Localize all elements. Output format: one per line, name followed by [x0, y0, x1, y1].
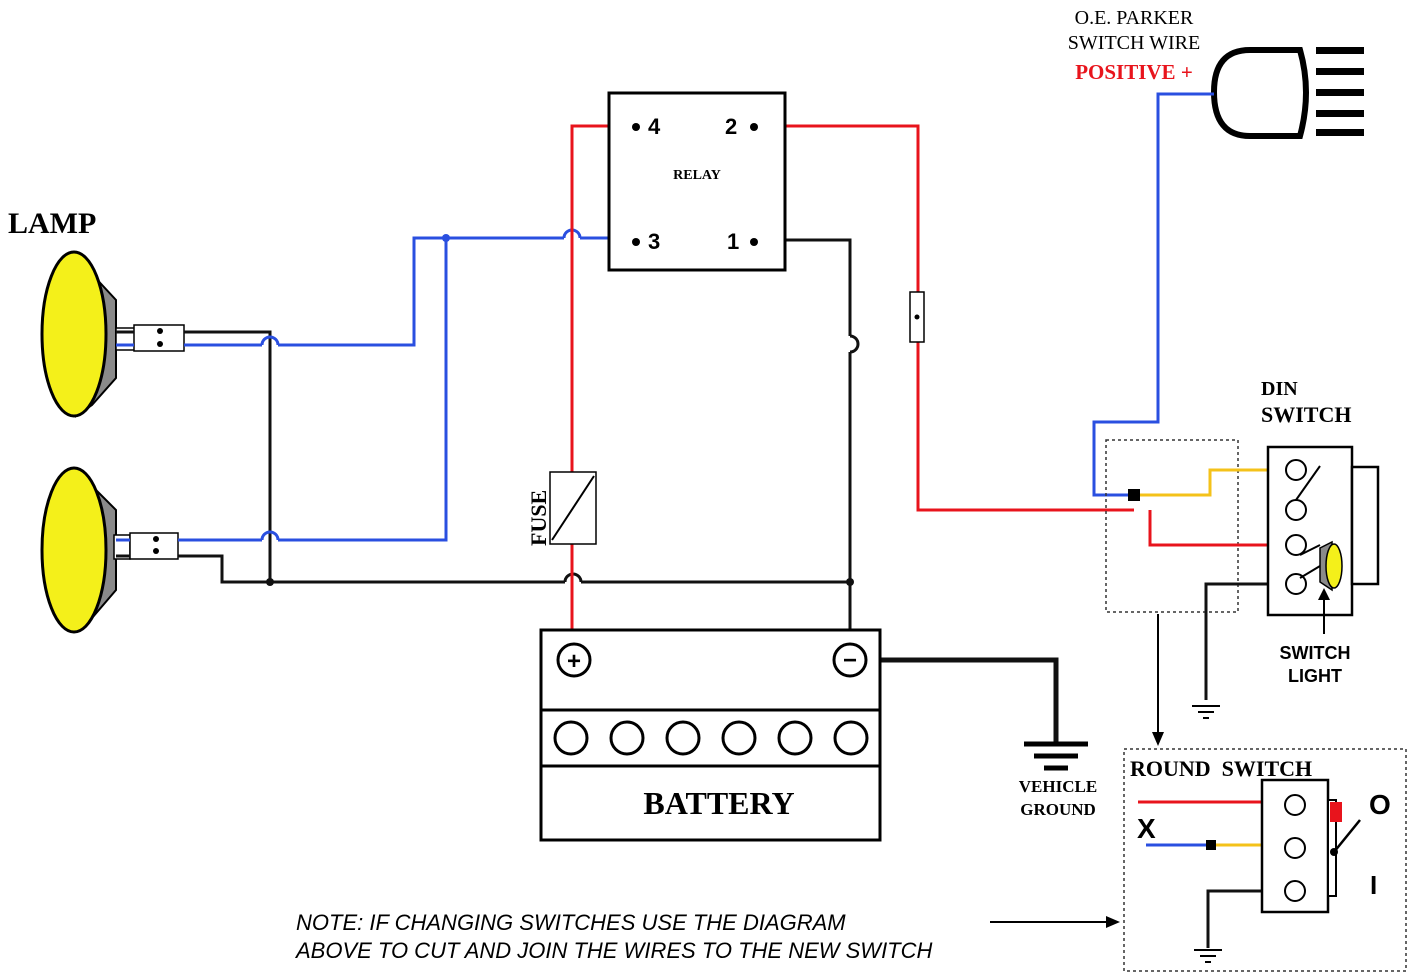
lamp-top [40, 250, 137, 418]
switch-light-bulb-icon [1319, 540, 1343, 592]
din-ground-symbol [1192, 705, 1220, 719]
battery-neg-sign: − [843, 647, 857, 674]
lamp-bottom-connector [129, 532, 179, 560]
fuse [549, 471, 597, 545]
parker-blue-wire [1092, 92, 1214, 497]
round-switch-label: ROUND SWITCH [1130, 756, 1312, 781]
relay-pin-3: 3 [648, 229, 660, 254]
battery-label: BATTERY [643, 785, 794, 821]
din-label-2: SWITCH [1261, 402, 1351, 427]
battery [539, 628, 882, 842]
vehicle-ground-symbol [1024, 741, 1088, 771]
round-switch-x-label: X [1137, 813, 1156, 844]
battery-positive-terminal [556, 642, 592, 678]
round-switch [1260, 778, 1361, 914]
relay-pin-2: 2 [725, 114, 737, 139]
switch-light-label-1: SWITCH [1280, 643, 1351, 663]
note-line-2: ABOVE TO CUT AND JOIN THE WIRES TO THE N… [294, 938, 933, 963]
junction-dot [266, 578, 274, 586]
note-arrow-head [1106, 916, 1120, 928]
din-switch [1266, 445, 1380, 617]
din-label-1: DIN [1261, 378, 1298, 400]
din-to-round-arrow-head [1152, 732, 1164, 746]
lamp-label: LAMP [8, 207, 96, 240]
note-line-1: NOTE: IF CHANGING SWITCHES USE THE DIAGR… [296, 910, 846, 935]
relay-label: RELAY [673, 168, 721, 183]
round-ground-symbol [1194, 949, 1222, 963]
relay [607, 91, 787, 272]
switch-light-arrow-head [1318, 588, 1330, 600]
din-dotted-box [1105, 439, 1239, 613]
din-wires [1140, 468, 1288, 700]
round-switch-dotted-box [1123, 748, 1407, 972]
round-switch-i-label: I [1370, 870, 1377, 900]
relay-pin-4: 4 [648, 114, 661, 139]
lamp-top-connector [133, 324, 185, 352]
parker-label-3: POSITIVE + [1075, 60, 1193, 84]
din-junction [1128, 489, 1140, 501]
round-switch-junction [1206, 840, 1216, 850]
parker-label-2: SWITCH WIRE [1068, 32, 1200, 54]
parker-label-1: O.E. PARKER [1075, 7, 1194, 29]
inline-fuse [909, 291, 925, 343]
switch-light-label-2: LIGHT [1288, 666, 1342, 686]
junction-dot [846, 578, 854, 586]
vehicle-ground-label-2: GROUND [1020, 800, 1096, 819]
headlight-icon [1210, 47, 1364, 139]
battery-negative-terminal [832, 642, 868, 678]
battery-pos-sign: + [567, 648, 581, 675]
relay-pin-1: 1 [727, 229, 739, 254]
lamp-bottom [40, 466, 131, 634]
fuse-label: FUSE [526, 490, 551, 546]
black-wires [116, 238, 1059, 742]
junction-dot [442, 234, 450, 242]
round-switch-o-label: O [1369, 789, 1391, 820]
vehicle-ground-label-1: VEHICLE [1019, 777, 1097, 796]
